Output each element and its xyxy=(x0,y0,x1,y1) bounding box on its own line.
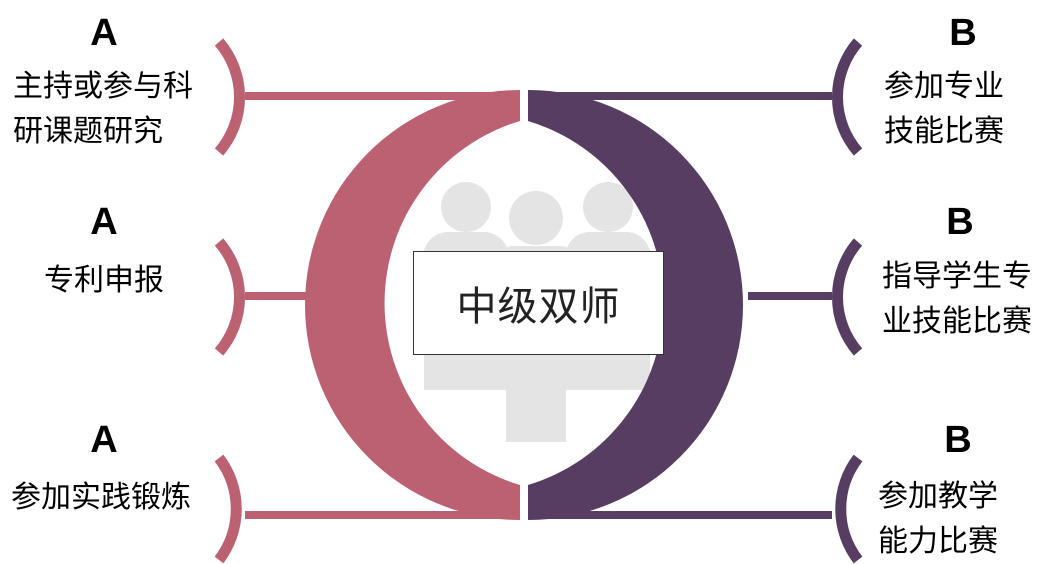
right-ring-half xyxy=(528,90,743,520)
left-item-2-text: 专利申报 xyxy=(44,263,164,298)
right-brackets xyxy=(831,38,863,564)
right-category-letter-2: B xyxy=(946,201,974,243)
right-bracket-2 xyxy=(831,238,863,356)
right-item-3-text: 参加教学 能力比赛 xyxy=(878,479,998,559)
left-ring-half xyxy=(305,90,520,520)
left-item-1-text: 主持或参与科 研课题研究 xyxy=(13,69,193,149)
left-bracket-3 xyxy=(214,454,242,564)
left-brackets xyxy=(214,38,246,564)
left-item-3-text: 参加实践锻炼 xyxy=(11,480,191,515)
right-connectors xyxy=(528,92,832,519)
right-category-letter-3: B xyxy=(944,419,972,461)
right-bracket-1 xyxy=(831,38,863,156)
left-category-letter-1: A xyxy=(90,12,118,54)
right-item-1-text: 参加专业 技能比赛 xyxy=(884,69,1004,149)
left-bracket-1 xyxy=(214,38,246,156)
right-item-2-text: 指导学生专 业技能比赛 xyxy=(882,259,1032,339)
right-category-letter-1: B xyxy=(949,12,977,54)
left-category-letter-2: A xyxy=(90,201,118,243)
right-bracket-3 xyxy=(835,454,863,564)
center-label-box: 中级双师 xyxy=(413,251,664,355)
center-label: 中级双师 xyxy=(456,284,621,330)
left-category-letter-3: A xyxy=(90,419,118,461)
left-bracket-2 xyxy=(214,238,246,356)
left-connectors xyxy=(245,92,520,519)
